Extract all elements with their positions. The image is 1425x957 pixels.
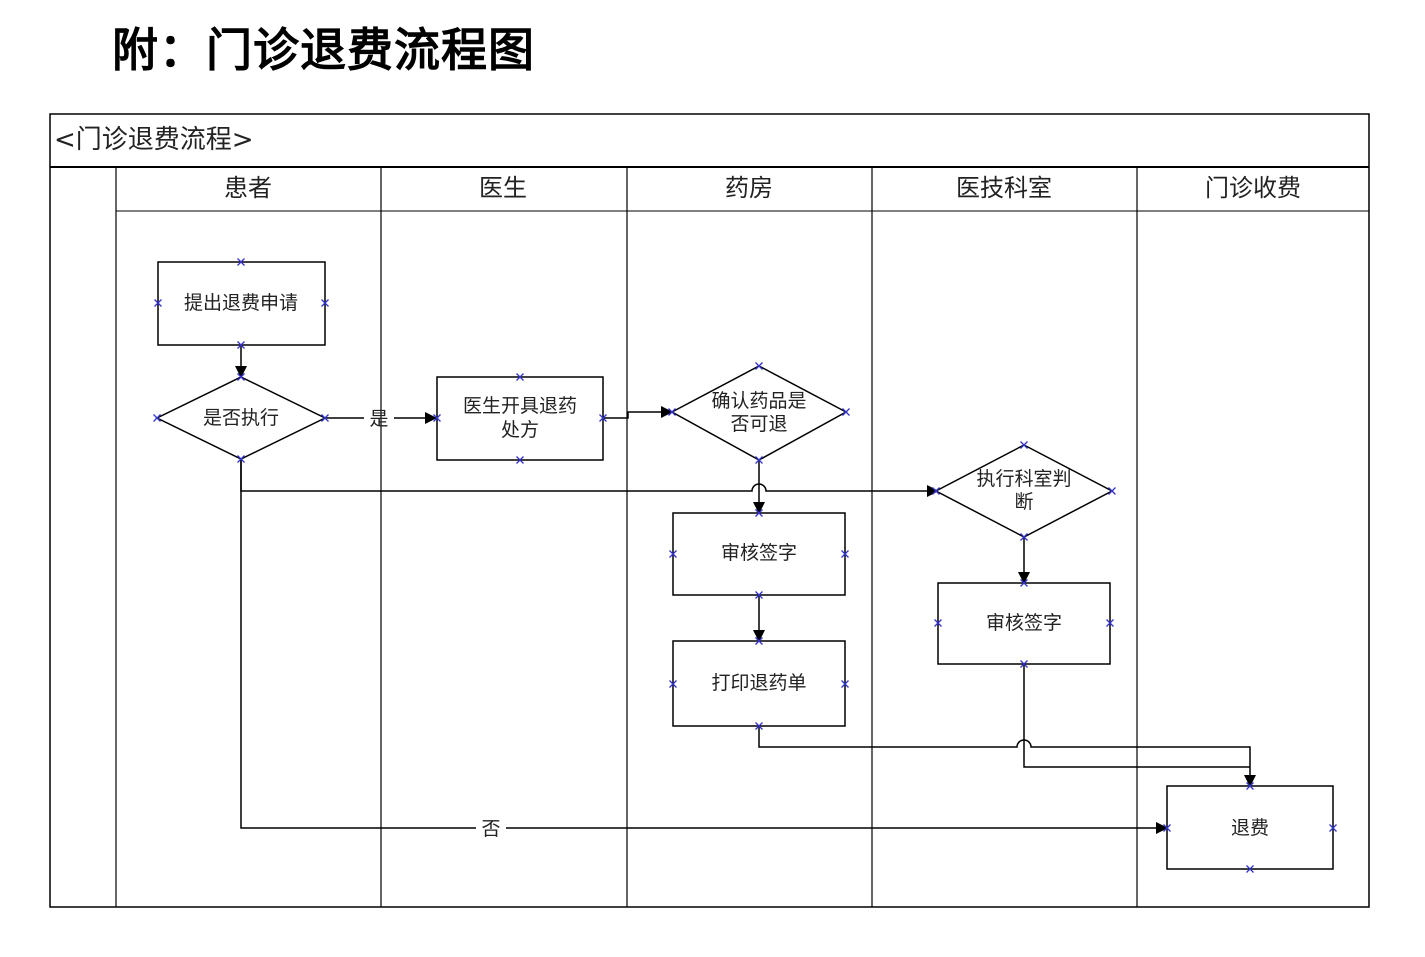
- connection-point-marker: [321, 299, 329, 307]
- connection-point-marker: [842, 408, 850, 416]
- connection-point-marker: [1020, 533, 1028, 541]
- node-refund: 退费: [1166, 785, 1334, 870]
- connection-points: [153, 258, 1337, 873]
- connection-point-marker: [841, 680, 849, 688]
- edge-executed-to-tech-judge: [240, 459, 939, 497]
- connection-point-marker: [932, 487, 940, 495]
- connection-point-marker: [1329, 824, 1337, 832]
- node-submit-request: 提出退费申请: [157, 261, 326, 346]
- connection-point-marker: [153, 414, 161, 422]
- edge-print-to-refund: [758, 726, 1256, 787]
- node-executed-decision-label: 是否执行: [203, 407, 279, 429]
- connection-point-marker: [669, 680, 677, 688]
- connection-point-marker: [516, 373, 524, 381]
- lane-header-doctor: 医生: [479, 174, 527, 202]
- node-tech-judge-decision-label-1: 执行科室判: [976, 468, 1071, 490]
- node-tech-review-label: 审核签字: [986, 612, 1062, 634]
- node-prescription: 医生开具退药 处方: [436, 376, 604, 461]
- edge-label-no: 否: [481, 818, 500, 840]
- node-confirm-decision-label-1: 确认药品是: [711, 390, 806, 412]
- node-pharmacy-review-label: 审核签字: [721, 542, 797, 564]
- connection-point-marker: [841, 550, 849, 558]
- lane-header-cashier: 门诊收费: [1205, 174, 1301, 202]
- connector-lines: [235, 345, 1256, 828]
- connection-point-marker: [1020, 579, 1028, 587]
- connection-point-marker: [1246, 865, 1254, 873]
- page-heading: 附：门诊退费流程图: [112, 23, 535, 77]
- connection-point-marker: [934, 619, 942, 627]
- node-print-slip-label: 打印退药单: [711, 672, 806, 694]
- connection-point-marker: [1108, 487, 1116, 495]
- lane-header-medtech: 医技科室: [956, 174, 1052, 202]
- connection-point-marker: [668, 408, 676, 416]
- connection-point-marker: [237, 341, 245, 349]
- node-submit-request-label: 提出退费申请: [184, 292, 298, 314]
- node-prescription-label-2: 处方: [501, 419, 539, 441]
- connection-point-marker: [755, 456, 763, 464]
- connection-point-marker: [433, 414, 441, 422]
- edge-no-to-refund: [240, 459, 1167, 828]
- edge-label-yes: 是: [369, 408, 388, 430]
- connection-point-marker: [1163, 824, 1171, 832]
- node-tech-judge-decision-label-2: 断: [1014, 491, 1033, 513]
- connection-point-marker: [755, 722, 763, 730]
- connection-point-marker: [237, 373, 245, 381]
- node-confirm-decision-label-2: 否可退: [730, 413, 787, 435]
- lane-header-pharmacy: 药房: [725, 174, 773, 202]
- swimlane-frame: [49, 113, 1370, 908]
- connection-point-marker: [1106, 619, 1114, 627]
- connection-point-marker: [516, 456, 524, 464]
- connection-point-marker: [237, 455, 245, 463]
- node-tech-judge-decision: 执行科室判 断: [934, 444, 1114, 538]
- frame-title: <门诊退费流程>: [54, 125, 254, 155]
- node-confirm-decision: 确认药品是 否可退: [670, 365, 848, 461]
- node-refund-label: 退费: [1231, 817, 1269, 839]
- edge-prescription-to-confirm: [603, 406, 673, 419]
- edge-tech-review-to-refund: [1023, 664, 1250, 768]
- lane-header-patient: 患者: [224, 174, 272, 202]
- node-pharmacy-review: 审核签字: [672, 512, 846, 596]
- connection-point-marker: [755, 591, 763, 599]
- connection-point-marker: [1246, 782, 1254, 790]
- connection-point-marker: [237, 258, 245, 266]
- connection-point-marker: [755, 362, 763, 370]
- connection-point-marker: [755, 637, 763, 645]
- node-executed-decision: 是否执行: [155, 376, 327, 460]
- connection-point-marker: [755, 509, 763, 517]
- connection-point-marker: [154, 299, 162, 307]
- connection-point-marker: [1020, 660, 1028, 668]
- connection-point-marker: [321, 414, 329, 422]
- node-print-slip: 打印退药单: [672, 640, 846, 727]
- connection-point-marker: [599, 414, 607, 422]
- connection-point-marker: [669, 550, 677, 558]
- node-prescription-label-1: 医生开具退药: [463, 395, 577, 417]
- connection-point-marker: [1020, 441, 1028, 449]
- node-tech-review: 审核签字: [937, 582, 1111, 665]
